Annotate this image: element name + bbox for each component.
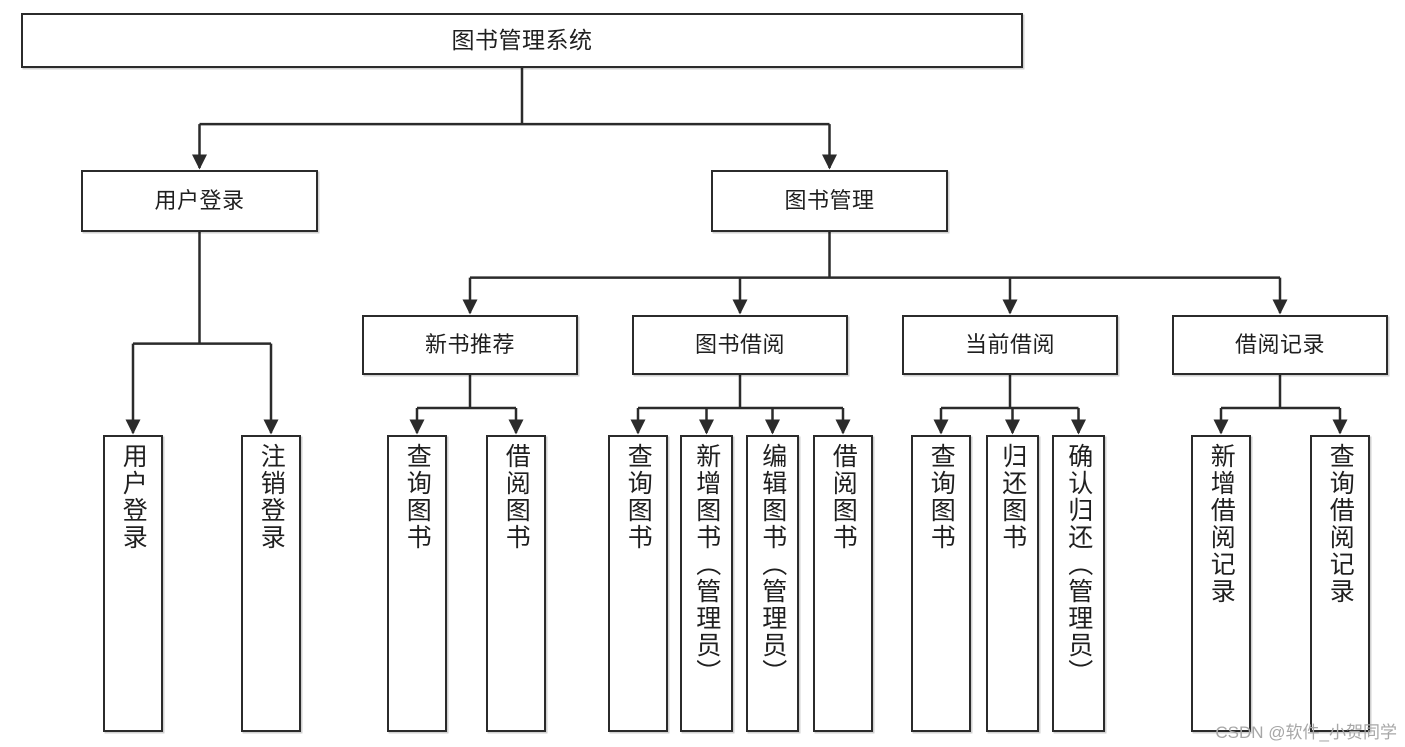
node-leaf-edit-book[interactable]: 编辑图书（管理员） [746, 435, 799, 732]
node-label: 用户登录 [119, 443, 148, 551]
node-label: 查询借阅记录 [1326, 443, 1355, 605]
node-current[interactable]: 当前借阅 [902, 315, 1118, 375]
node-label: 图书管理系统 [451, 26, 593, 53]
connector-lines [125, 68, 1348, 435]
node-leaf-query-new[interactable]: 查询图书 [387, 435, 447, 732]
node-label: 借阅图书 [829, 443, 858, 551]
node-label: 确认归还（管理员） [1064, 443, 1093, 686]
node-label: 注销登录 [257, 443, 286, 551]
node-leaf-return-book[interactable]: 归还图书 [986, 435, 1039, 732]
node-leaf-add-book[interactable]: 新增图书（管理员） [680, 435, 733, 732]
node-label: 新增图书（管理员） [692, 443, 721, 686]
node-label: 查询图书 [927, 443, 956, 551]
node-leaf-query-record[interactable]: 查询借阅记录 [1310, 435, 1370, 732]
node-label: 新增借阅记录 [1207, 443, 1236, 605]
node-leaf-borrow-book[interactable]: 借阅图书 [813, 435, 873, 732]
node-leaf-add-record[interactable]: 新增借阅记录 [1191, 435, 1251, 732]
node-label: 用户登录 [154, 188, 245, 214]
node-records[interactable]: 借阅记录 [1172, 315, 1388, 375]
node-leaf-confirm-return[interactable]: 确认归还（管理员） [1052, 435, 1105, 732]
node-leaf-logout[interactable]: 注销登录 [241, 435, 301, 732]
node-label: 查询图书 [403, 443, 432, 551]
node-label: 查询图书 [624, 443, 653, 551]
node-root[interactable]: 图书管理系统 [21, 13, 1023, 68]
node-leaf-query-cur[interactable]: 查询图书 [911, 435, 971, 732]
node-label: 图书借阅 [694, 332, 785, 358]
node-newbook[interactable]: 新书推荐 [362, 315, 578, 375]
node-leaf-query-book[interactable]: 查询图书 [608, 435, 668, 732]
node-leaf-borrow-new[interactable]: 借阅图书 [486, 435, 546, 732]
node-label: 编辑图书（管理员） [758, 443, 787, 686]
node-leaf-login[interactable]: 用户登录 [103, 435, 163, 732]
node-label: 当前借阅 [964, 332, 1055, 358]
node-login[interactable]: 用户登录 [81, 170, 318, 232]
node-label: 借阅图书 [502, 443, 531, 551]
node-label: 新书推荐 [424, 332, 515, 358]
node-label: 借阅记录 [1234, 332, 1325, 358]
node-bookmgmt[interactable]: 图书管理 [711, 170, 948, 232]
watermark: CSDN @软件_小贺同学 [1215, 723, 1397, 742]
node-label: 图书管理 [784, 188, 875, 214]
node-label: 归还图书 [998, 443, 1027, 551]
node-borrow[interactable]: 图书借阅 [632, 315, 848, 375]
